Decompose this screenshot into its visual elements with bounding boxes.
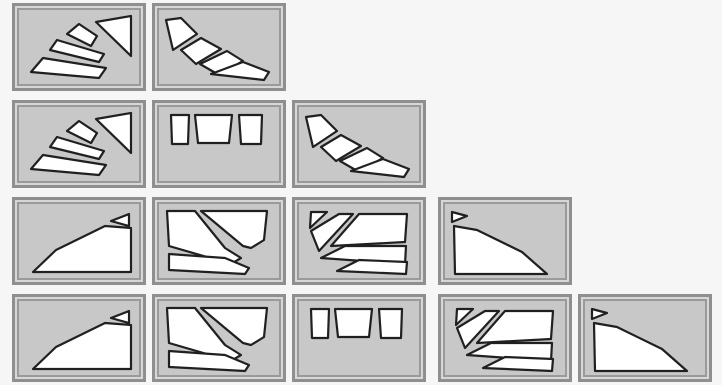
fan-right-down-icon (447, 303, 563, 373)
wedge-up-right-icon (21, 206, 137, 276)
fan-left-down-icon (161, 303, 277, 373)
fan-left-down-icon (161, 206, 277, 276)
wedge-up-right-icon (21, 303, 137, 373)
fan-down-right-icon (301, 109, 417, 179)
fan-up-right-icon (21, 12, 137, 82)
tile-r4-c2[interactable] (152, 294, 286, 382)
tile-r1-c1[interactable] (12, 3, 146, 91)
tile-r1-c2[interactable] (152, 3, 286, 91)
tile-r4-c5[interactable] (578, 294, 712, 382)
three-blocks-icon (161, 109, 277, 179)
tile-r2-c3[interactable] (292, 100, 426, 188)
tile-r2-c2[interactable] (152, 100, 286, 188)
tile-r3-c1[interactable] (12, 197, 146, 285)
tile-r4-c3[interactable] (292, 294, 426, 382)
tile-r4-c4[interactable] (438, 294, 572, 382)
tile-r3-c3[interactable] (292, 197, 426, 285)
wedge-down-right-icon (447, 206, 563, 276)
fan-down-right-icon (161, 12, 277, 82)
tile-r2-c1[interactable] (12, 100, 146, 188)
tile-r3-c2[interactable] (152, 197, 286, 285)
fan-up-right-icon (21, 109, 137, 179)
three-blocks-icon (301, 303, 417, 373)
tile-r3-c4[interactable] (438, 197, 572, 285)
fan-right-down-icon (301, 206, 417, 276)
wedge-down-right-icon (587, 303, 703, 373)
tile-r4-c1[interactable] (12, 294, 146, 382)
